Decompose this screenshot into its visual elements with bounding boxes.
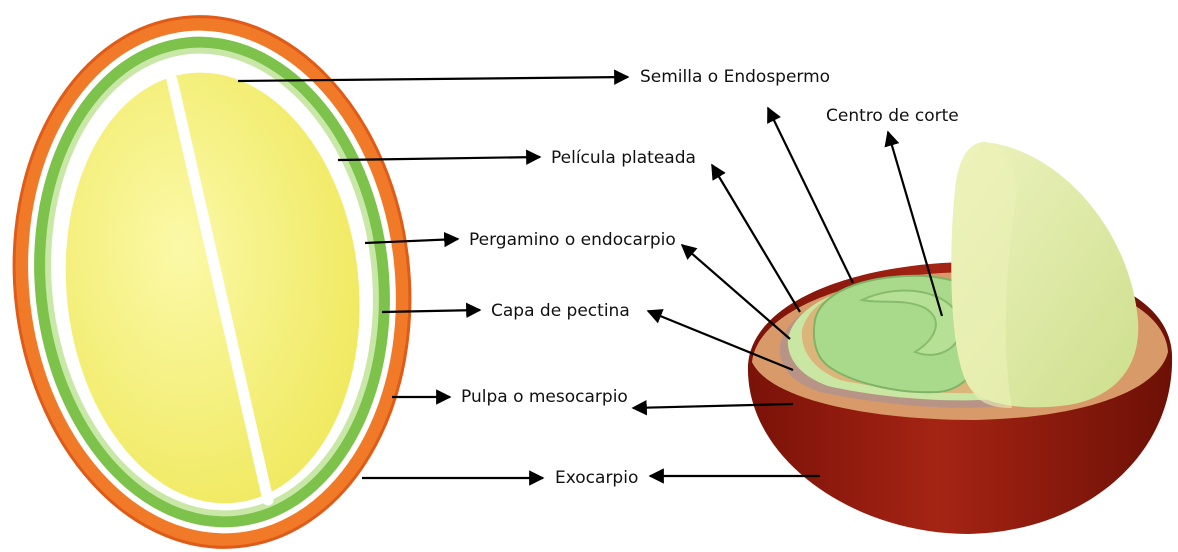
arrow-parchment-3d — [682, 245, 790, 339]
label-parchment: Pergamino o endocarpio — [469, 230, 676, 250]
arrow-seed-3d — [768, 108, 853, 283]
label-exocarp: Exocarpio — [555, 468, 638, 488]
label-pulp: Pulpa o mesocarpio — [461, 387, 628, 407]
arrow-silver-film-3d — [712, 165, 800, 312]
label-pectin: Capa de pectina — [491, 301, 630, 321]
label-silver-film: Película plateada — [551, 148, 696, 168]
label-seed: Semilla o Endospermo — [640, 67, 830, 87]
label-cut-center: Centro de corte — [826, 106, 959, 126]
